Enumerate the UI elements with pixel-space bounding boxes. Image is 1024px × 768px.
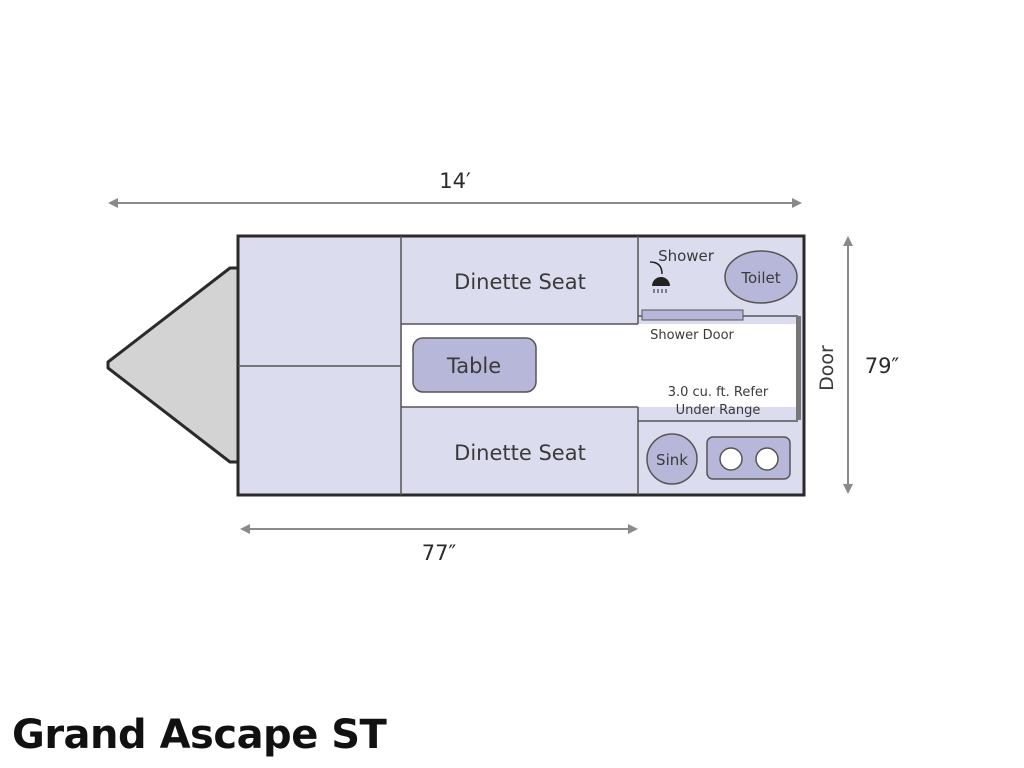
width-label: 79″	[865, 354, 900, 378]
toilet-label: Toilet	[740, 269, 780, 287]
dinette-seat-top-label: Dinette Seat	[454, 270, 586, 294]
length-label: 14′	[439, 169, 471, 193]
sink	[646, 433, 698, 485]
trailer-tongue	[106, 266, 240, 464]
shower-head-icon	[649, 261, 670, 293]
dinette-seat-bottom-label: Dinette Seat	[454, 441, 586, 465]
table-label: Table	[446, 354, 501, 378]
shower-door	[641, 309, 744, 321]
entry-door	[796, 316, 801, 420]
shower-label: Shower	[658, 247, 715, 265]
refer-label-line1: 3.0 cu. ft. Refer	[668, 385, 769, 400]
page-title: Grand Ascape ST	[12, 712, 387, 758]
shower-door-label: Shower Door	[650, 328, 734, 343]
sink-label: Sink	[656, 451, 688, 469]
bed-label: 77″	[422, 541, 457, 565]
table	[412, 337, 537, 393]
door-label: Door	[816, 345, 838, 391]
toilet	[724, 250, 798, 304]
stove-burner-icon	[706, 436, 791, 480]
refer-label-line2: Under Range	[676, 403, 761, 418]
